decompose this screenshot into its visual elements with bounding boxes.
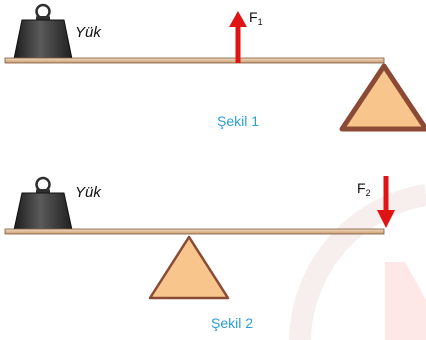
lever-beam-1 <box>4 57 385 64</box>
watermark <box>289 184 426 340</box>
figure-1: Yük F1 Şekil 1 <box>4 3 426 132</box>
triangle-fulcrum-icon <box>148 235 230 300</box>
lever-beam-2 <box>4 228 385 235</box>
weight-icon <box>13 176 73 231</box>
force-arrow-up-icon <box>229 11 247 63</box>
figure-caption-1: Şekil 1 <box>217 113 259 129</box>
force-arrow-down-icon <box>377 176 395 228</box>
triangle-fulcrum-icon <box>339 63 426 132</box>
force-label-1: F1 <box>249 9 263 27</box>
figure-2: Yük F2 Şekil 2 <box>4 176 395 331</box>
force-label-2: F2 <box>357 180 371 198</box>
weight-icon <box>13 3 73 60</box>
load-label-1: Yük <box>75 24 102 41</box>
load-label-2: Yük <box>75 184 102 201</box>
figure-caption-2: Şekil 2 <box>211 315 253 331</box>
